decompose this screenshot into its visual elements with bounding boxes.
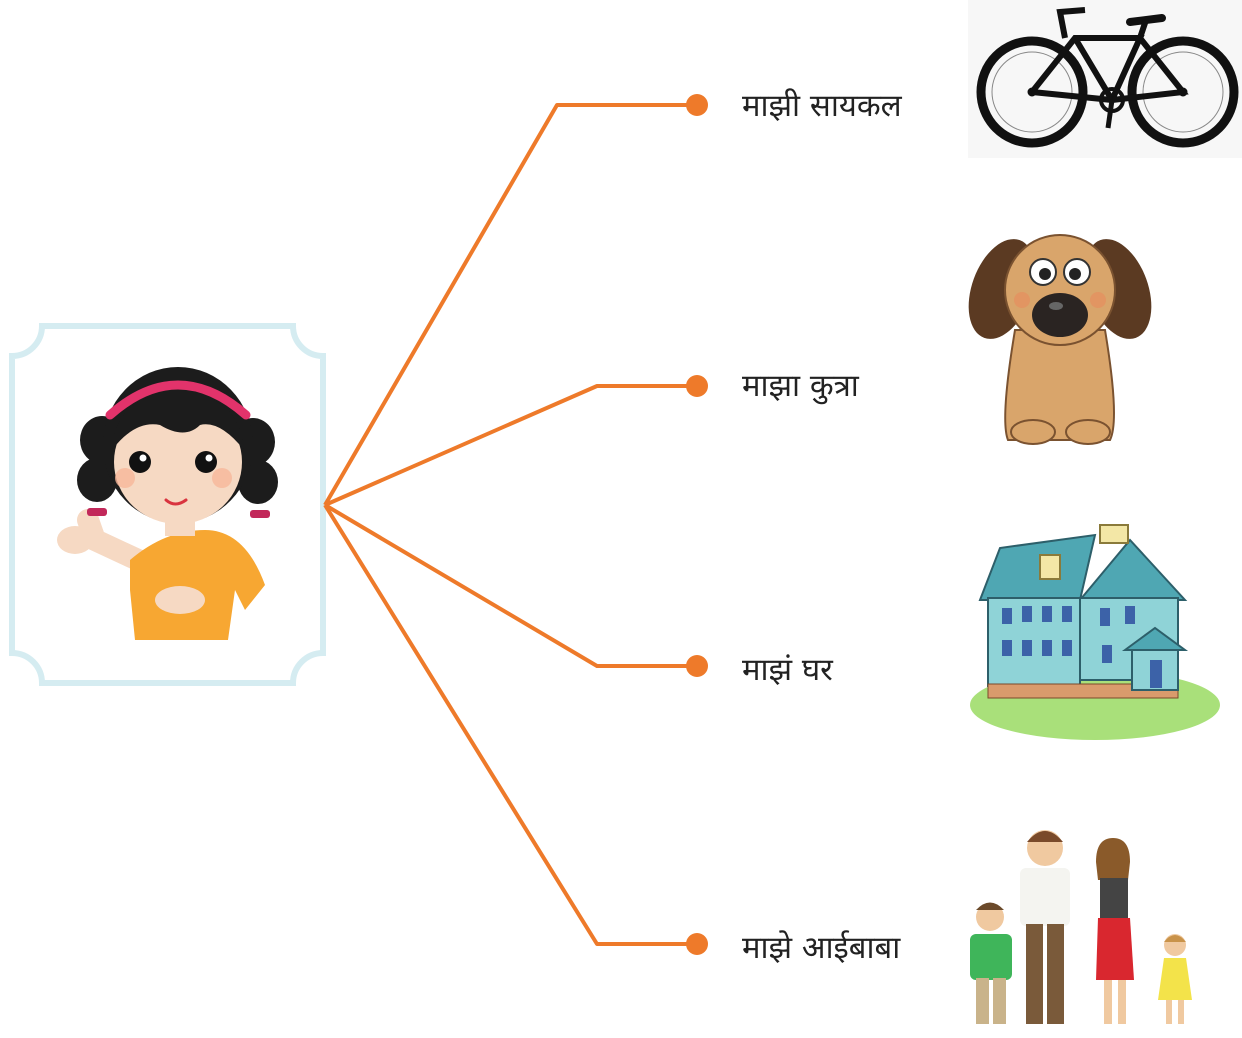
- center-frame: [9, 323, 326, 686]
- connectors: [323, 103, 695, 946]
- connector-dot-family: [686, 933, 708, 955]
- connector-dot-dog: [686, 375, 708, 397]
- connector-dot-bicycle: [686, 94, 708, 116]
- bicycle-icon: [968, 0, 1242, 158]
- family-icon: [970, 830, 1192, 1024]
- girl-icon: [57, 367, 278, 640]
- connector-bicycle: [323, 103, 695, 507]
- dog-icon: [968, 234, 1152, 445]
- branch-label-dog: माझा कुत्रा: [742, 368, 859, 404]
- house-icon: [970, 524, 1220, 740]
- connector-house: [323, 503, 695, 668]
- branch-label-house: माझं घर: [742, 652, 833, 688]
- connector-dog: [324, 384, 695, 507]
- connector-dot-house: [686, 655, 708, 677]
- branch-label-bicycle: माझी सायकल: [742, 88, 902, 124]
- branch-label-family: माझे आईबाबा: [742, 930, 901, 966]
- connector-family: [323, 503, 695, 946]
